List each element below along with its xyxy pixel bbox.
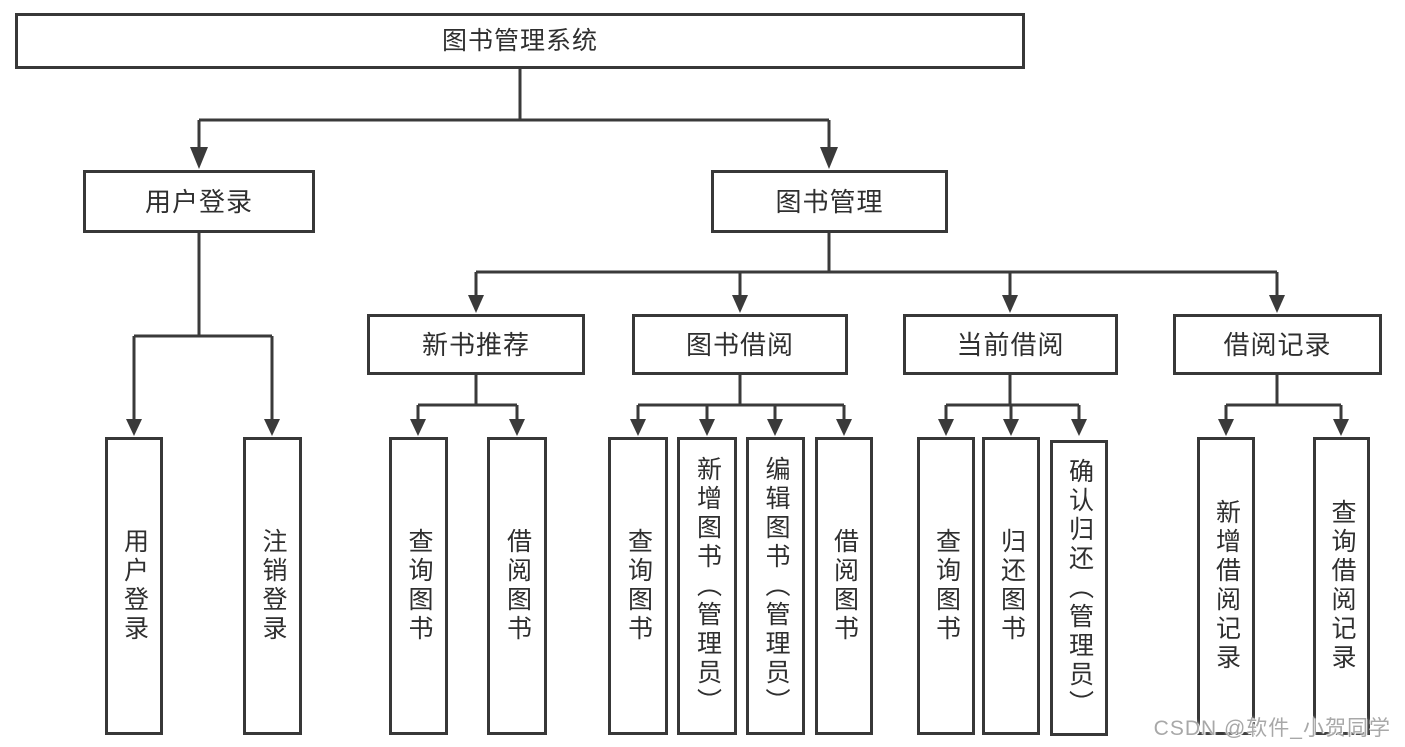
leaf-add-borrow-record-label: 新增借阅记录 (1212, 499, 1241, 673)
node-user-login: 用户登录 (83, 170, 315, 233)
leaf-logout-label: 注销登录 (259, 528, 287, 644)
node-new-book-recommend: 新书推荐 (367, 314, 585, 375)
leaf-return-book: 归还图书 (982, 437, 1040, 735)
leaf-borrow-books-2: 借阅图书 (815, 437, 873, 735)
leaf-borrow-books-2-label: 借阅图书 (830, 528, 859, 644)
node-new-book-recommend-label: 新书推荐 (421, 329, 530, 360)
node-user-login-label: 用户登录 (144, 186, 253, 217)
leaf-add-borrow-record: 新增借阅记录 (1197, 437, 1255, 735)
node-library-system: 图书管理系统 (15, 13, 1025, 69)
leaf-query-books-3-label: 查询图书 (932, 528, 961, 644)
leaf-query-borrow-record: 查询借阅记录 (1313, 437, 1370, 735)
node-borrow-records-label: 借阅记录 (1223, 329, 1332, 360)
leaf-confirm-return-admin: 确认归还（管理员） (1050, 440, 1108, 736)
leaf-edit-book-admin: 编辑图书（管理员） (746, 437, 805, 735)
leaf-confirm-return-admin-label: 确认归还（管理员） (1065, 457, 1094, 719)
leaf-user-login-label: 用户登录 (120, 528, 149, 644)
leaf-return-book-label: 归还图书 (997, 528, 1026, 644)
leaf-query-books-2: 查询图书 (608, 437, 668, 735)
leaf-edit-book-admin-label: 编辑图书（管理员） (762, 455, 790, 717)
leaf-query-books-1: 查询图书 (389, 437, 448, 735)
node-library-system-label: 图书管理系统 (441, 26, 598, 55)
leaf-borrow-books-1: 借阅图书 (487, 437, 547, 735)
node-book-management: 图书管理 (711, 170, 948, 233)
node-current-borrowing-label: 当前借阅 (956, 329, 1065, 360)
leaf-query-books-3: 查询图书 (917, 437, 975, 735)
leaf-borrow-books-1-label: 借阅图书 (503, 528, 532, 644)
node-book-borrowing: 图书借阅 (632, 314, 848, 375)
node-current-borrowing: 当前借阅 (903, 314, 1118, 375)
leaf-add-book-admin-label: 新增图书（管理员） (693, 455, 722, 717)
leaf-add-book-admin: 新增图书（管理员） (677, 437, 737, 735)
leaf-query-books-2-label: 查询图书 (624, 528, 653, 644)
leaf-user-login: 用户登录 (105, 437, 163, 735)
leaf-logout: 注销登录 (243, 437, 302, 735)
node-book-management-label: 图书管理 (775, 186, 884, 217)
leaf-query-borrow-record-label: 查询借阅记录 (1328, 499, 1356, 673)
node-book-borrowing-label: 图书借阅 (685, 329, 794, 360)
leaf-query-books-1-label: 查询图书 (405, 528, 433, 644)
node-borrow-records: 借阅记录 (1173, 314, 1382, 375)
watermark: CSDN @软件_小贺同学 (1153, 717, 1391, 740)
